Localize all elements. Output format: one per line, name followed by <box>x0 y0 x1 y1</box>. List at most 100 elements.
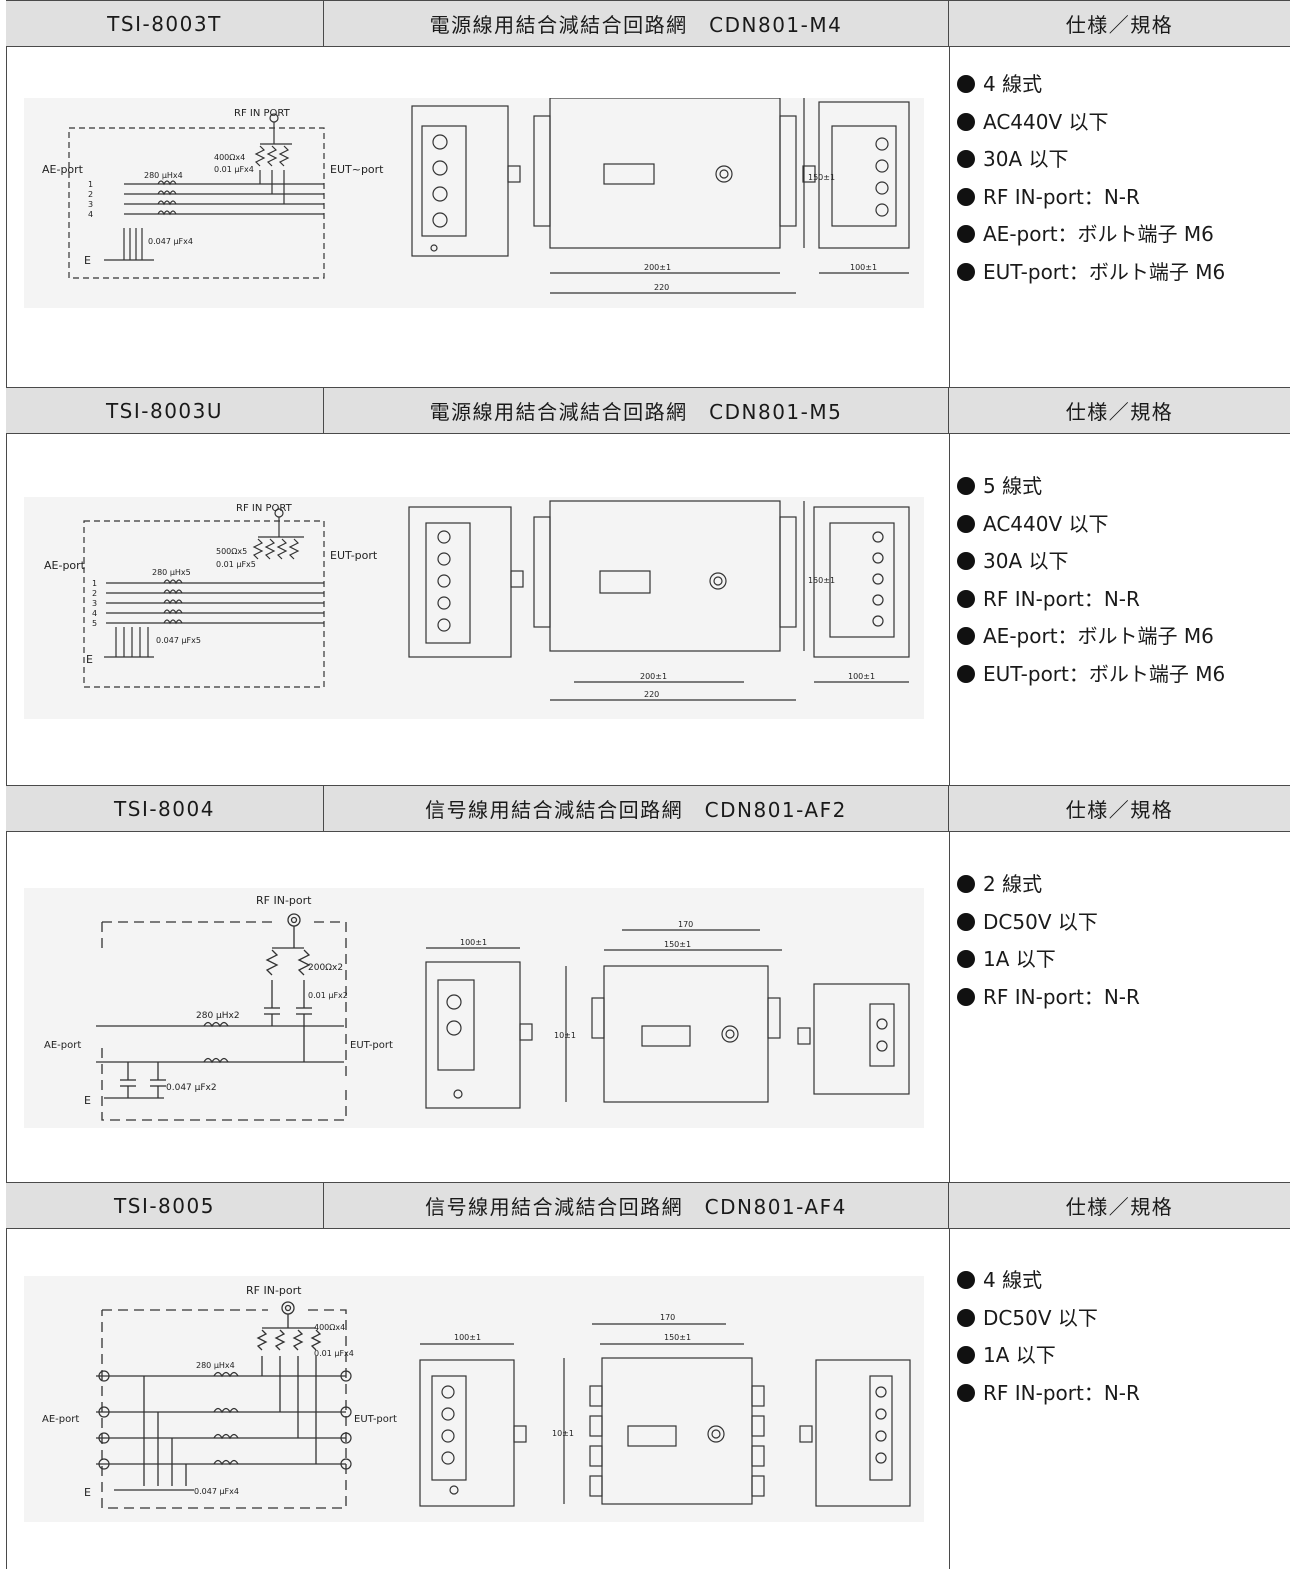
bullet-icon <box>957 912 975 931</box>
spec-item: AC440V 以下 <box>957 104 1225 142</box>
bullet-icon <box>957 514 975 533</box>
circuit-schematic-af2 <box>96 913 347 1121</box>
bullet-icon <box>957 987 975 1006</box>
dimension-width-outer: 170 <box>660 1313 675 1322</box>
ae-port-label: AE-port <box>42 163 84 176</box>
column-divider <box>949 47 950 387</box>
cap-top-label: 0.01 μFx2 <box>308 991 348 1000</box>
dimension-width: 100±1 <box>454 1333 481 1342</box>
product-title: 信号線用結合減結合回路網 CDN801-AF4 <box>324 1183 949 1228</box>
rf-in-label: RF IN PORT <box>236 503 293 514</box>
spec-list-tsi-8004: 2 線式 DC50V 以下 1A 以下 RF IN-port：N-R <box>957 866 1140 1016</box>
section-body-tsi-8003u <box>6 434 1290 785</box>
spec-item: DC50V 以下 <box>957 904 1140 942</box>
bullet-icon <box>957 589 975 608</box>
ground-label: E <box>84 254 91 267</box>
dimension-height: 10±1 <box>554 1031 576 1040</box>
drawing-panel-m5: RF IN PORT AE-port EUT-port 280 μHx5 500… <box>24 497 924 719</box>
eut-port-label: EUT-port <box>354 1414 397 1425</box>
dimension-width-outer: 170 <box>678 920 693 929</box>
spec-item: EUT-port：ボルト端子 M6 <box>957 656 1225 694</box>
inductor-label: 280 μHx4 <box>144 171 183 180</box>
spec-item: 30A 以下 <box>957 141 1225 179</box>
bullet-icon <box>957 477 975 495</box>
spec-list-tsi-8003u: 5 線式 AC440V 以下 30A 以下 RF IN-port：N-R AE-… <box>957 468 1225 693</box>
line-number: 1 <box>88 180 93 189</box>
technical-drawing-m4: RF IN PORT AE-port EUT~port 280 μHx4 400… <box>42 98 910 294</box>
dimension-depth: 100±1 <box>848 672 875 681</box>
dimension-width: 100±1 <box>460 938 487 947</box>
product-title: 電源線用結合減結合回路網 CDN801-M5 <box>324 388 949 433</box>
top-view-m4 <box>533 98 805 294</box>
front-view-af2 <box>425 947 533 1109</box>
spec-item: 5 線式 <box>957 468 1225 506</box>
circuit-schematic-m4 <box>68 113 325 279</box>
drawing-panel-af2: RF IN-port AE-port EUT-port 280 μHx2 200… <box>24 888 924 1128</box>
bullet-icon <box>957 1383 975 1402</box>
cap-bottom-label: 0.047 μFx2 <box>166 1083 217 1093</box>
bullet-icon <box>957 664 975 683</box>
spec-item: DC50V 以下 <box>957 1300 1140 1338</box>
model-number: TSI-8003T <box>6 1 324 46</box>
dimension-height: 150±1 <box>808 173 835 182</box>
dimension-height: 150±1 <box>808 576 835 585</box>
front-view-af4 <box>419 1343 527 1507</box>
line-number: 2 <box>88 190 93 199</box>
spec-item: RF IN-port：N-R <box>957 979 1140 1017</box>
section-body-tsi-8003t <box>6 47 1290 387</box>
resistor-label: 400Ωx4 <box>214 153 245 162</box>
bullet-icon <box>957 225 975 243</box>
inductor-label: 280 μHx2 <box>196 1011 240 1021</box>
section-body-tsi-8004 <box>6 832 1290 1182</box>
bullet-icon <box>957 112 975 131</box>
dimension-depth: 100±1 <box>850 263 877 272</box>
spec-item: RF IN-port：N-R <box>957 581 1225 619</box>
cap-top-label: 0.01 μFx4 <box>214 165 254 174</box>
section-header-tsi-8003t: TSI-8003T 電源線用結合減結合回路網 CDN801-M4 仕様／規格 <box>6 0 1290 47</box>
spec-header: 仕様／規格 <box>1065 798 1174 822</box>
section-header-tsi-8004: TSI-8004 信号線用結合減結合回路網 CDN801-AF2 仕様／規格 <box>6 785 1290 832</box>
dimension-height: 10±1 <box>552 1429 574 1438</box>
bullet-icon <box>957 1271 975 1289</box>
spec-item: 30A 以下 <box>957 543 1225 581</box>
port-connector-icons <box>98 1370 352 1470</box>
section-body-tsi-8005 <box>6 1229 1290 1569</box>
bullet-icon <box>957 187 975 206</box>
dimension-width-outer: 220 <box>644 690 659 699</box>
bullet-icon <box>957 875 975 893</box>
column-divider <box>949 434 950 785</box>
spec-item: RF IN-port：N-R <box>957 179 1225 217</box>
spec-item: 2 線式 <box>957 866 1140 904</box>
spec-item: AE-port：ボルト端子 M6 <box>957 216 1225 254</box>
dimension-width-inner: 150±1 <box>664 1333 691 1342</box>
top-view-af4 <box>563 1323 765 1505</box>
column-divider <box>949 832 950 1182</box>
spec-item: RF IN-port：N-R <box>957 1375 1140 1413</box>
model-number: TSI-8003U <box>6 388 324 433</box>
spec-header: 仕様／規格 <box>1065 400 1174 424</box>
drawing-panel-m4: RF IN PORT AE-port EUT~port 280 μHx4 400… <box>24 98 924 308</box>
line-number: 4 <box>88 210 93 219</box>
eut-port-label: EUT-port <box>350 1040 393 1051</box>
line-number: 2 <box>92 589 97 598</box>
circuit-schematic-af4 <box>96 1301 347 1509</box>
side-view-af4 <box>799 1359 911 1507</box>
rf-in-label: RF IN-port <box>256 894 312 907</box>
spec-list-tsi-8005: 4 線式 DC50V 以下 1A 以下 RF IN-port：N-R <box>957 1262 1140 1412</box>
technical-drawing-m5: RF IN PORT AE-port EUT-port 280 μHx5 500… <box>44 500 910 701</box>
side-view-af2 <box>797 983 910 1095</box>
bullet-icon <box>957 150 975 168</box>
cap-bottom-label: 0.047 μFx4 <box>194 1487 239 1496</box>
rf-in-label: RF IN PORT <box>234 108 291 119</box>
spec-item: 4 線式 <box>957 66 1225 104</box>
bullet-icon <box>957 75 975 93</box>
spec-item: 1A 以下 <box>957 941 1140 979</box>
product-title: 電源線用結合減結合回路網 CDN801-M4 <box>324 1 949 46</box>
line-number: 3 <box>88 200 93 209</box>
ae-port-label: AE-port <box>44 1040 81 1051</box>
inductor-label: 280 μHx4 <box>196 1361 235 1370</box>
spec-item: 1A 以下 <box>957 1337 1140 1375</box>
line-number: 3 <box>92 599 97 608</box>
ae-port-label: AE-port <box>42 1414 79 1425</box>
spec-header: 仕様／規格 <box>1065 13 1174 37</box>
